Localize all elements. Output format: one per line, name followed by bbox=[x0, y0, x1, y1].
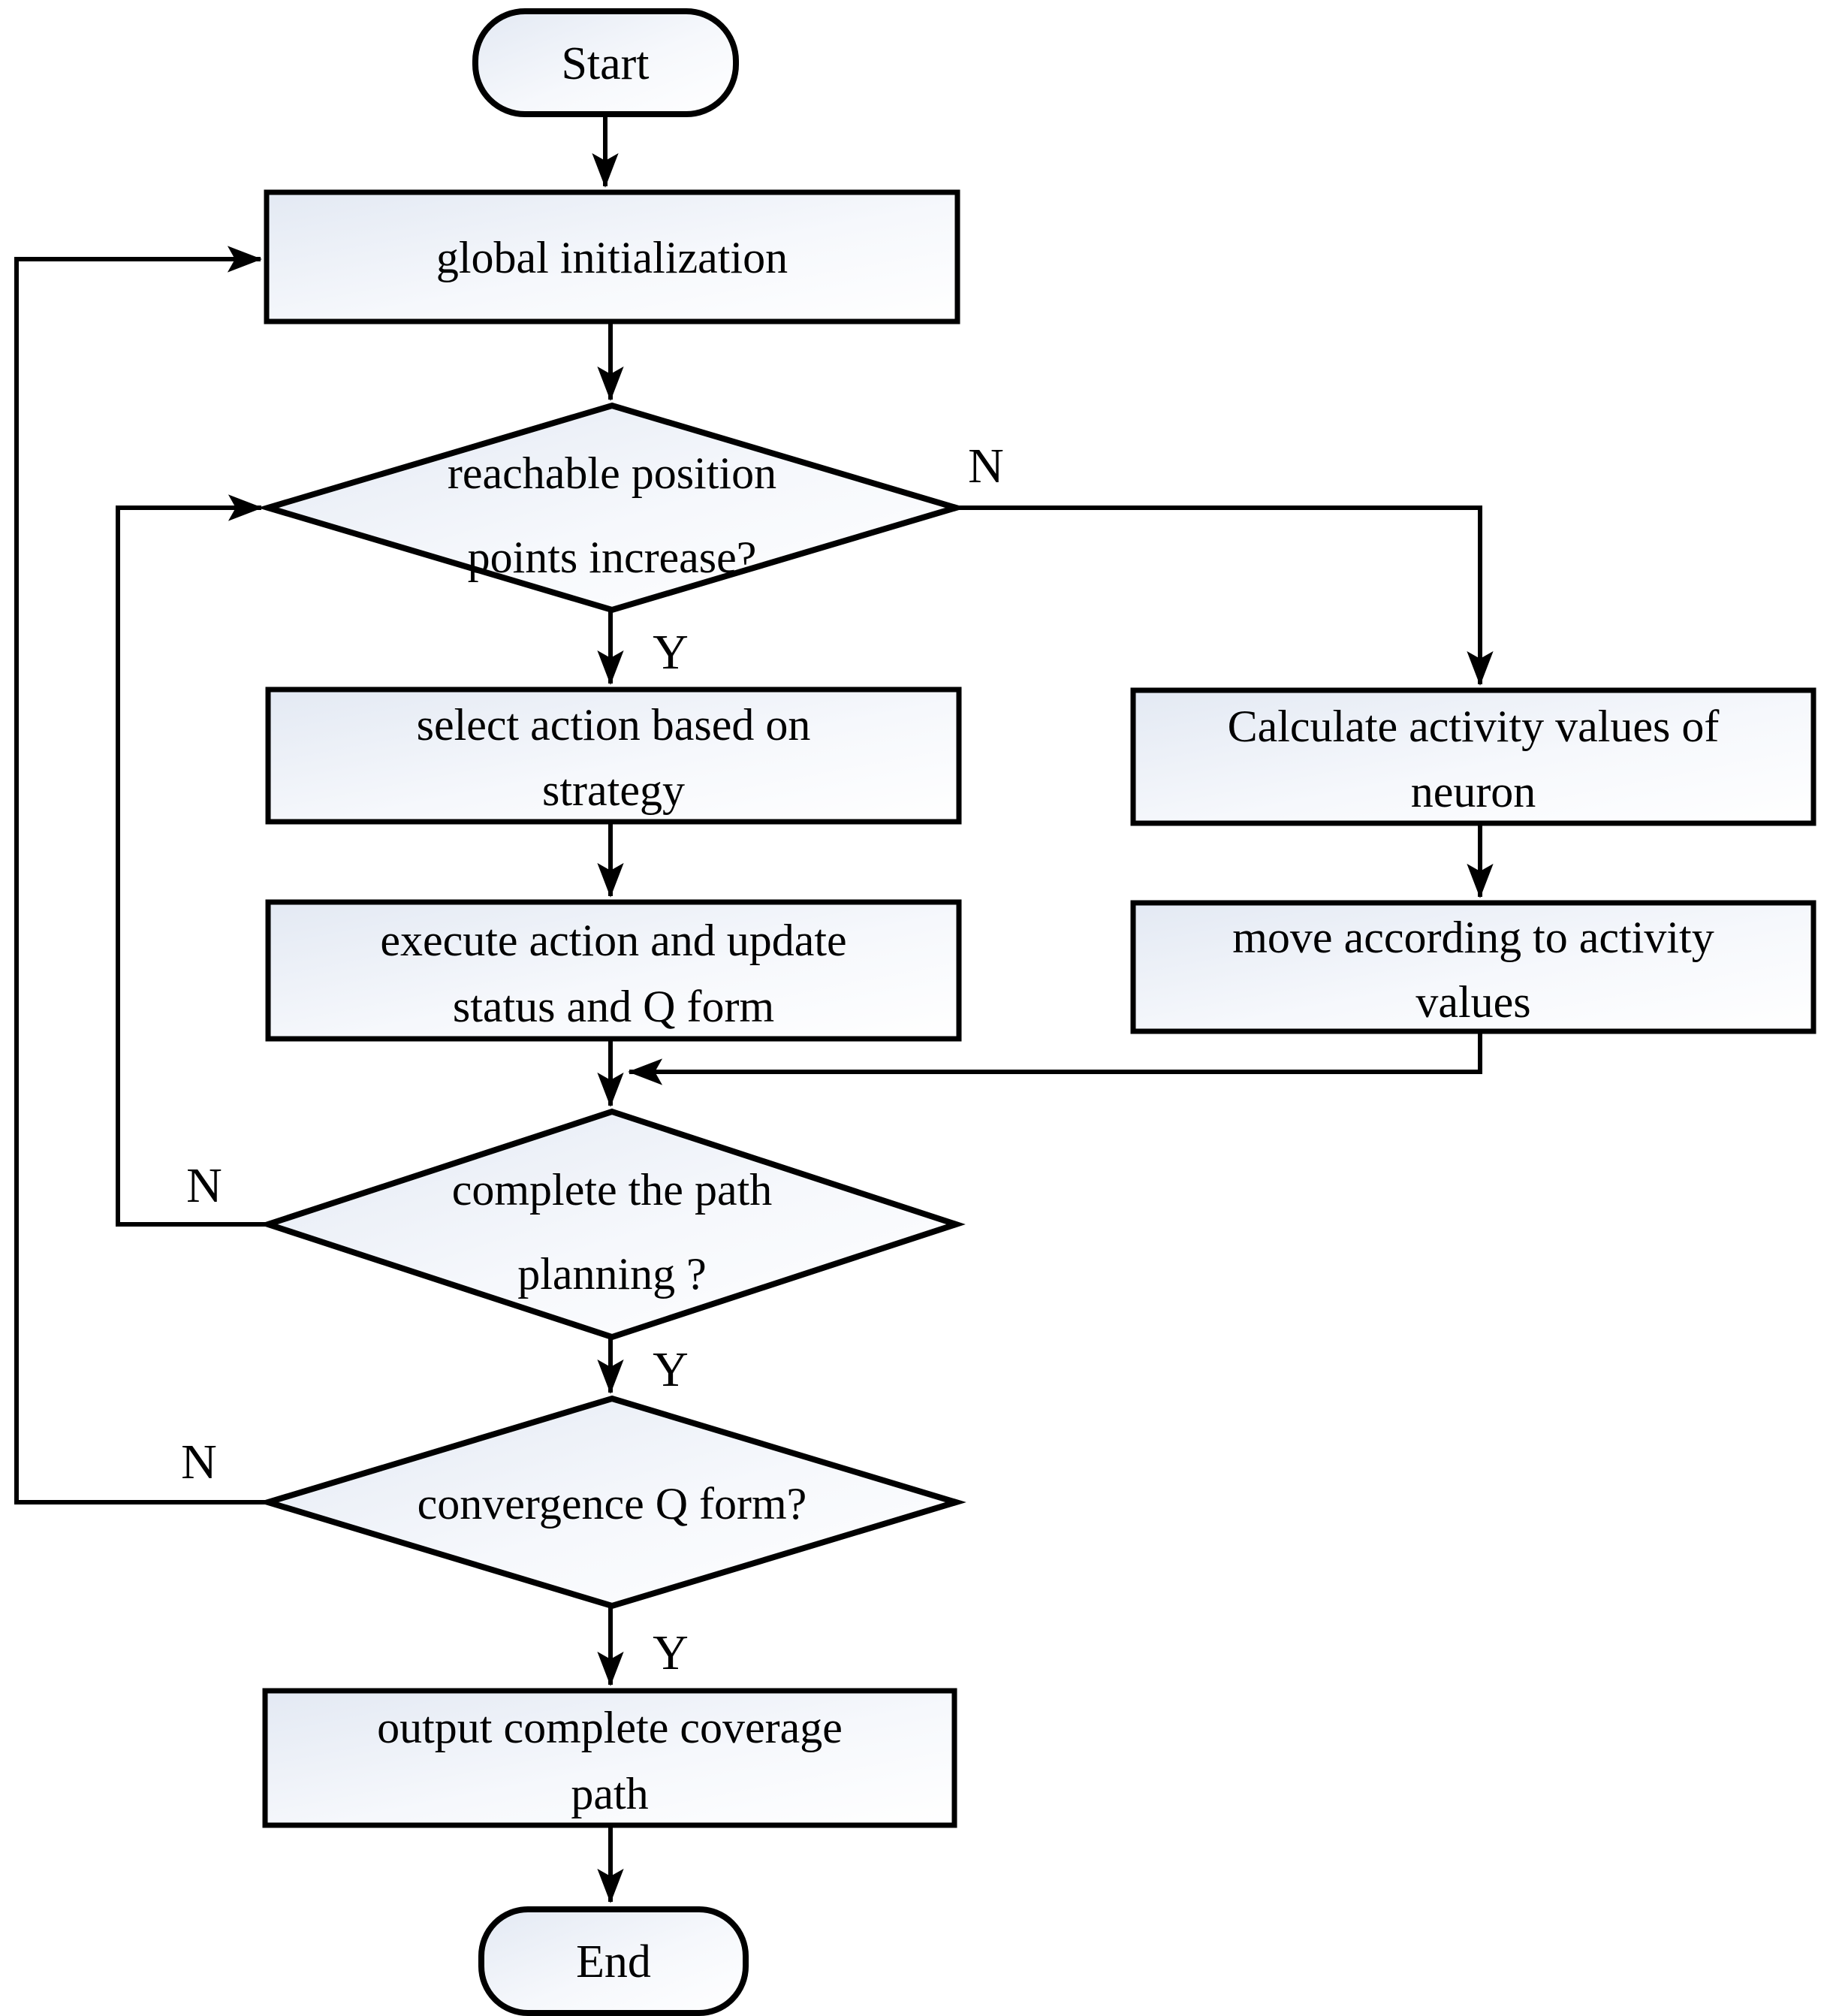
execute-action-shape bbox=[265, 899, 962, 1042]
move-activity-label-line1: move according to activity bbox=[1232, 913, 1714, 962]
label-convergence-no: N bbox=[181, 1435, 217, 1489]
node-select-action: select action based on strategy bbox=[265, 687, 962, 825]
end-label: End bbox=[576, 1936, 651, 1987]
node-calc-activity: Calculate activity values of neuron bbox=[1130, 687, 1816, 826]
calc-activity-shape bbox=[1130, 687, 1816, 826]
complete-path-diamond-shape bbox=[258, 1108, 966, 1341]
complete-path-label-line2: planning ? bbox=[517, 1249, 707, 1299]
arrow-move-to-merge bbox=[628, 1031, 1482, 1085]
label-reachable-no: N bbox=[968, 439, 1004, 493]
move-activity-label-line2: values bbox=[1415, 977, 1530, 1027]
calc-activity-label-line2: neuron bbox=[1411, 767, 1536, 816]
label-reachable-yes: Y bbox=[653, 625, 689, 680]
select-action-shape bbox=[265, 687, 962, 825]
select-action-label-line1: select action based on bbox=[417, 700, 811, 750]
label-complete-yes: Y bbox=[653, 1342, 689, 1397]
node-output-path: output complete coverage path bbox=[262, 1688, 957, 1828]
reachable-diamond-shape bbox=[257, 402, 967, 614]
node-convergence-decision: convergence Q form? bbox=[258, 1395, 966, 1610]
node-global-init: global initialization bbox=[264, 189, 960, 324]
arrow-reachable-no-to-calc bbox=[956, 506, 1494, 686]
node-start: Start bbox=[472, 8, 739, 117]
node-reachable-decision: reachable position points increase? bbox=[257, 402, 967, 614]
global-init-label: global initialization bbox=[436, 233, 788, 282]
output-path-shape bbox=[262, 1688, 957, 1828]
node-execute-action: execute action and update status and Q f… bbox=[265, 899, 962, 1042]
global-init-shape bbox=[264, 189, 960, 324]
arrow-convergence-no-to-global-init bbox=[14, 246, 268, 1504]
calc-activity-label-line1: Calculate activity values of bbox=[1228, 702, 1720, 751]
node-move-activity: move according to activity values bbox=[1130, 900, 1816, 1034]
label-convergence-yes: Y bbox=[653, 1625, 689, 1680]
complete-path-label-line1: complete the path bbox=[452, 1165, 773, 1215]
convergence-diamond-shape bbox=[258, 1395, 966, 1610]
end-terminator-shape bbox=[478, 1906, 749, 2016]
reachable-label-line1: reachable position bbox=[448, 448, 776, 498]
node-complete-path-decision: complete the path planning ? bbox=[258, 1108, 966, 1341]
output-path-label-line1: output complete coverage bbox=[377, 1703, 843, 1752]
node-end: End bbox=[478, 1906, 749, 2016]
execute-action-label-line2: status and Q form bbox=[453, 982, 774, 1031]
label-complete-no: N bbox=[186, 1158, 222, 1213]
select-action-label-line2: strategy bbox=[542, 765, 685, 815]
convergence-label: convergence Q form? bbox=[418, 1479, 807, 1529]
move-activity-shape bbox=[1130, 900, 1816, 1034]
start-terminator-shape bbox=[472, 8, 739, 117]
arrow-complete-no-to-reachable bbox=[116, 494, 268, 1227]
reachable-label-line2: points increase? bbox=[468, 533, 757, 582]
start-label: Start bbox=[561, 38, 649, 89]
output-path-label-line2: path bbox=[571, 1769, 648, 1818]
execute-action-label-line1: execute action and update bbox=[380, 916, 846, 965]
